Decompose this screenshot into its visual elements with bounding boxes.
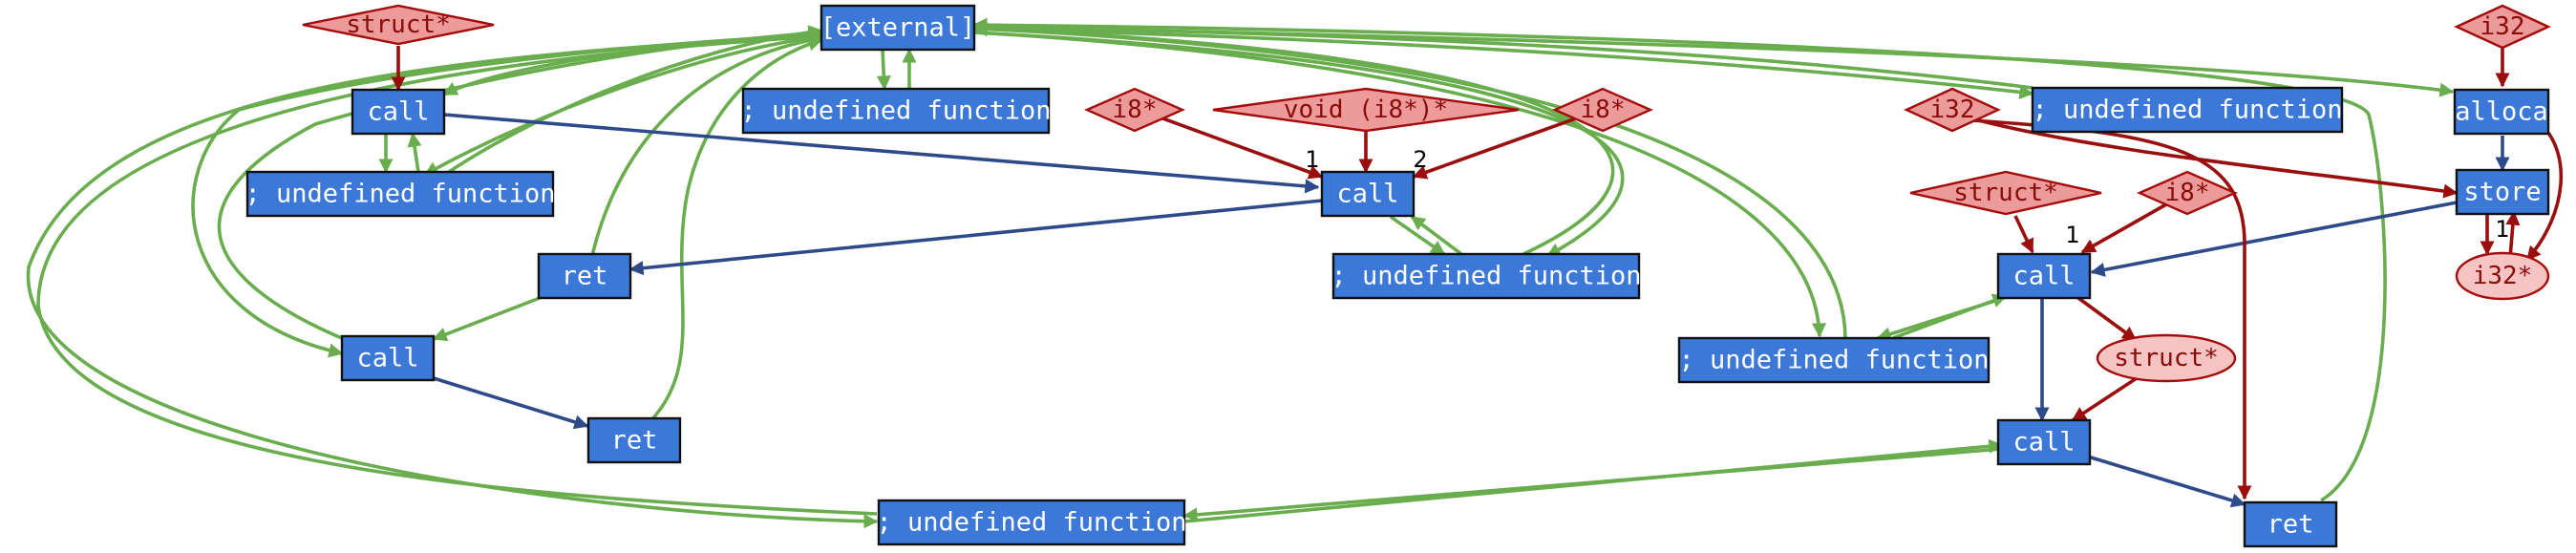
node-label: i8* [2165,179,2210,207]
node-label: ; undefined function [2032,96,2342,125]
alloca-node[interactable]: alloca [2453,88,2550,136]
edge-v-struct-to-call-e [2071,374,2140,422]
edge-undef-6-to-call-d [1892,293,2008,340]
type-nodes: struct* i8* void (i8*)* i8* i32 struct* … [302,4,2551,383]
edge-external-to-undef-5 [973,27,2034,99]
node-label: struct* [1953,179,2058,207]
type-node-i8-ptr[interactable]: i8* [2137,170,2238,216]
edge-undef-4-to-call-e [1183,438,2004,523]
ret-node[interactable]: ret [586,416,682,464]
type-node-i32[interactable]: i32 [1904,87,2001,133]
node-label: void (i8*)* [1284,96,1448,124]
node-label: ; undefined function [245,180,555,209]
instruction-nodes: [external] ; undefined function call ; u… [245,4,2550,548]
edge-call-e-to-ret-c [2087,455,2246,508]
edge-i32-a-to-store [1970,117,2459,199]
edge-i8-c-to-call-d [2080,202,2167,254]
edge-external-to-undef-4 [26,32,879,529]
node-label: store [2463,178,2541,207]
store-node[interactable]: store [2455,168,2550,216]
node-label: i32 [1930,96,1975,124]
call-node[interactable]: call [1996,418,2092,466]
node-label: ; undefined function [1678,346,1989,375]
node-label: i8* [1581,96,1626,124]
type-node-struct-ptr[interactable]: struct* [302,4,495,46]
edge-undef-3-to-call-c [1410,215,1463,256]
edge-label: 2 [1413,146,1427,173]
call-node[interactable]: call [351,88,446,136]
edge-alloca-to-i32p [2525,124,2564,262]
edge-label: 1 [2065,222,2079,248]
node-label: ret [2267,510,2314,540]
edge-label: 1 [2495,216,2509,243]
undefined-function-node[interactable]: ; undefined function [1677,336,1991,384]
edge-external-to-alloca [973,25,2455,97]
edge-undef-4-to-external [36,30,878,516]
call-node[interactable]: call [1996,252,2092,300]
node-label: ; undefined function [876,508,1186,538]
node-label: call [367,97,429,127]
node-label: call [1336,180,1398,209]
node-label: alloca [2455,97,2548,127]
undefined-function-node[interactable]: ; undefined function [245,170,556,218]
edge-call-d-to-v-struct [2076,296,2138,342]
undefined-function-node[interactable]: ; undefined function [1331,252,1642,300]
type-node-i32[interactable]: i32 [2454,4,2551,50]
node-label: i32* [2473,262,2533,290]
edge-i8-b-to-call-c [1412,117,1577,180]
type-node-struct-ptr[interactable]: struct* [1909,170,2102,216]
edge-i8-a-to-call-c [1157,115,1324,180]
edge-call-c-to-ret-a [628,199,1323,276]
edge-call-c-to-undef-3 [1389,215,1446,256]
node-label: ; undefined function [740,96,1051,126]
type-node-i8-ptr[interactable]: i8* [1552,87,1653,133]
edge-undef-2-to-call-a [407,132,422,173]
node-label: struct* [2114,344,2219,372]
edge-label: 1 [1305,146,1319,173]
type-node-i8-ptr[interactable]: i8* [1084,87,1185,133]
edge-ret-a-to-external [590,32,823,257]
edge-store-to-call-d [2090,201,2458,277]
node-label: call [2012,428,2075,457]
node-label: ; undefined function [1331,262,1641,291]
value-node-i32-ptr[interactable]: i32* [2455,251,2550,301]
edge-ret-b-to-external [648,36,823,424]
edge-external-to-undef-6 [973,31,1827,338]
node-label: [external] [820,13,976,43]
ret-node[interactable]: ret [537,252,632,300]
edge-external-to-undef-1 [876,49,891,91]
ret-node[interactable]: ret [2243,500,2338,548]
undefined-function-node[interactable]: ; undefined function [2031,86,2344,134]
value-node-struct-ptr[interactable]: struct* [2096,333,2237,383]
node-label: i32 [2480,12,2525,41]
edge-ret-a-to-call-b [432,296,541,342]
edge-struct-b-to-call-d [2013,215,2034,254]
node-label: ret [611,426,658,456]
node-label: i8* [1113,96,1158,124]
node-label: call [356,344,418,373]
undefined-function-node[interactable]: ; undefined function [740,87,1052,135]
call-node[interactable]: call [1320,170,1416,218]
edge-call-a-to-call-c [443,113,1320,194]
undefined-function-node[interactable]: ; undefined function [876,499,1187,546]
edge-ret-c-to-external [972,17,2387,502]
node-label: ret [562,262,608,291]
node-label: call [2012,262,2075,291]
edge-external-to-call-a [442,32,822,96]
edge-undef-6-to-external [972,22,1847,339]
call-node[interactable]: call [340,334,436,382]
external-node[interactable]: [external] [820,4,976,52]
node-label: struct* [346,11,451,39]
edges: 1 2 1 1 [26,17,2564,529]
edge-i32p-to-store [2505,210,2521,259]
edge-call-b-to-ret-b [433,376,589,430]
edge-external-to-undef-3 [973,31,1625,258]
type-node-void-fn-ptr[interactable]: void (i8*)* [1212,87,1520,133]
